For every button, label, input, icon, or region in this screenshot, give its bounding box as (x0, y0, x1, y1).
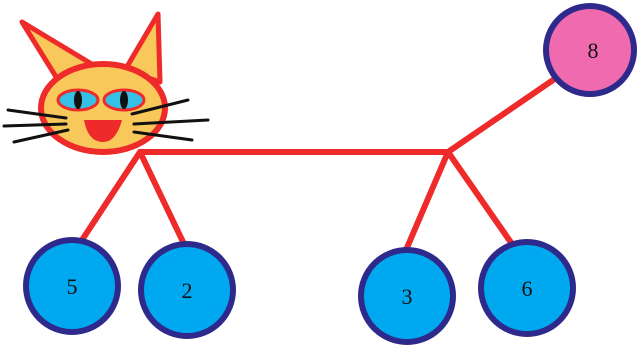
node-5-label: 5 (67, 274, 78, 299)
node-3-circle (358, 247, 456, 345)
edge-root-to-2 (137, 149, 187, 247)
cat-mouth (84, 120, 122, 142)
tree-node: 5 (23, 237, 121, 335)
cat-pupil-right (120, 91, 128, 109)
edges (79, 75, 559, 253)
edge-hub-to-3 (403, 149, 451, 253)
node-6-circle (478, 239, 576, 337)
node-3-label: 3 (402, 284, 413, 309)
cat-whiskers (2, 98, 210, 144)
cat-face (38, 61, 168, 155)
cat-head-icon (2, 11, 210, 155)
node-8-label: 8 (588, 38, 599, 63)
tree-node: 8 (543, 3, 637, 97)
edge-root-to-5 (79, 149, 143, 243)
edge-hub-to-8 (445, 75, 559, 155)
node-2-circle (138, 241, 236, 339)
node-5-circle (23, 237, 121, 335)
edge-hub-to-6 (445, 149, 515, 247)
node-6-label: 6 (522, 276, 533, 301)
tree-node: 3 (358, 247, 456, 345)
tree-node: 6 (478, 239, 576, 337)
node-8-circle (543, 3, 637, 97)
tree-node: 2 (138, 241, 236, 339)
node-2-label: 2 (182, 278, 193, 303)
cat-pupil-left (74, 91, 82, 109)
